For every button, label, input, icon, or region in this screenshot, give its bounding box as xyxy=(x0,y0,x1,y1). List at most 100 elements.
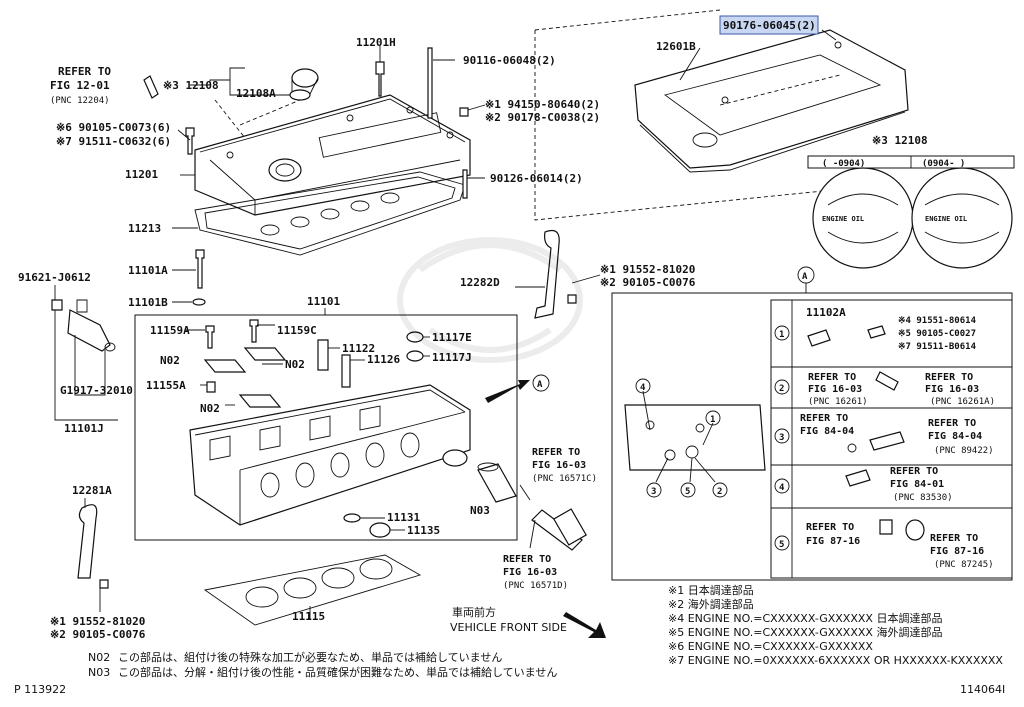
svg-text:REFER TO: REFER TO xyxy=(930,533,978,544)
svg-text:FIG 87-16: FIG 87-16 xyxy=(930,546,984,557)
svg-text:4: 4 xyxy=(640,383,646,393)
oil-control-valve-drawing xyxy=(51,299,116,352)
label-94150-80640: ※1 94150-80640(2) xyxy=(485,98,600,111)
pipe-drawing xyxy=(531,508,587,551)
engine-hanger-left-drawing xyxy=(77,504,109,589)
label-11126: 11126 xyxy=(367,353,400,366)
svg-text:REFER TO: REFER TO xyxy=(800,413,848,424)
footer-left: P 113922 xyxy=(14,683,66,696)
cap-engine-oil-left: ENGINE OIL xyxy=(822,215,864,223)
svg-text:(PNC 16261A): (PNC 16261A) xyxy=(930,397,995,407)
detail-row2-right: REFER TO FIG 16-03 (PNC 16261A) xyxy=(925,372,995,407)
detail-91551-80614: ※4 91551-80614 xyxy=(898,316,977,326)
label-12108-detail: ※3 12108 xyxy=(872,134,928,147)
svg-text:1: 1 xyxy=(779,330,784,340)
svg-text:(PNC 16571C): (PNC 16571C) xyxy=(532,474,597,484)
svg-text:REFER TO: REFER TO xyxy=(928,418,976,429)
cap-range-right: (0904- ) xyxy=(922,159,965,169)
label-91511-C0632: ※7 91511-C0632(6) xyxy=(56,135,171,148)
cover-gasket-drawing xyxy=(194,171,466,256)
watermark-mask xyxy=(397,237,583,363)
vehicle-front-jp: 車両前方 xyxy=(452,605,496,619)
cap-range-left: ( -0904) xyxy=(822,159,865,169)
label-90105-C0076-b: ※2 90105-C0076 xyxy=(50,628,146,641)
svg-text:この部品は、分解・組付け後の性能・品質確保が困難なため、単品: この部品は、分解・組付け後の性能・品質確保が困難なため、単品では補給していません xyxy=(118,665,557,679)
svg-text:3: 3 xyxy=(779,433,784,443)
svg-text:(PNC 16571D): (PNC 16571D) xyxy=(503,581,568,591)
svg-text:5: 5 xyxy=(779,540,784,550)
leader-lines xyxy=(54,29,837,620)
detail-90105-C0027: ※5 90105-C0027 xyxy=(898,329,976,339)
svg-text:4: 4 xyxy=(779,483,785,493)
label-90178-C0038: ※2 90178-C0038(2) xyxy=(485,111,600,124)
svg-text:FIG 12-01: FIG 12-01 xyxy=(50,79,110,92)
svg-text:2: 2 xyxy=(779,384,784,394)
label-11122: 11122 xyxy=(342,342,375,355)
cap-engine-oil-right: ENGINE OIL xyxy=(925,215,967,223)
svg-text:※6 ENGINE NO.=CXXXXXX-GXXXXXX: ※6 ENGINE NO.=CXXXXXX-GXXXXXX xyxy=(668,640,873,653)
svg-text:この部品は、組付け後の特殊な加工が必要なため、単品では補給し: この部品は、組付け後の特殊な加工が必要なため、単品では補給していません xyxy=(118,650,502,664)
svg-text:REFER TO: REFER TO xyxy=(808,372,856,383)
svg-text:FIG 84-04: FIG 84-04 xyxy=(928,431,982,442)
label-11101: 11101 xyxy=(307,295,340,308)
notes: N02 この部品は、組付け後の特殊な加工が必要なため、単品では補給していません … xyxy=(88,650,557,679)
engine-hanger-right-drawing xyxy=(534,229,577,319)
view-a-row-numbers: 1 2 3 4 5 xyxy=(774,325,790,551)
dashed-guide-lines xyxy=(214,9,841,221)
label-12108: ※3 12108 xyxy=(163,79,219,92)
view-a-box xyxy=(611,292,1013,581)
label-11155A: 11155A xyxy=(146,379,186,392)
view-a-arrow xyxy=(485,266,815,403)
view-a-part-sketches xyxy=(807,325,925,541)
engine-cover-drawing xyxy=(634,29,909,173)
svg-text:FIG 87-16: FIG 87-16 xyxy=(806,536,860,547)
detail-row3-left: REFER TO FIG 84-04 xyxy=(800,413,854,437)
detail-row4-right: REFER TO FIG 84-01 (PNC 83530) xyxy=(890,466,953,503)
detail-row3-right: REFER TO FIG 84-04 (PNC 89422) xyxy=(928,418,994,456)
label-11201H: 11201H xyxy=(356,36,396,49)
svg-text:1: 1 xyxy=(710,415,715,425)
svg-text:2: 2 xyxy=(717,487,722,497)
detail-row2-left: REFER TO FIG 16-03 (PNC 16261) xyxy=(808,372,868,407)
svg-text:REFER TO: REFER TO xyxy=(806,522,854,533)
legend: ※1 日本調達部品 ※2 海外調達部品 ※4 ENGINE NO.=CXXXXX… xyxy=(668,583,1003,667)
small-fasteners-drawing xyxy=(143,47,469,306)
detail-row5-left: REFER TO FIG 87-16 xyxy=(806,522,860,547)
label-90176-06045[interactable]: 90176-06045(2) xyxy=(723,19,816,32)
label-refer-16-03c: REFER TO FIG 16-03 (PNC 16571C) xyxy=(532,447,597,484)
svg-text:REFER TO: REFER TO xyxy=(890,466,938,477)
view-a-marker: A xyxy=(537,380,543,390)
oil-cap-detail-drawing xyxy=(807,155,1015,269)
label-90126-06014: 90126-06014(2) xyxy=(490,172,583,185)
label-11131: 11131 xyxy=(387,511,420,524)
oil-filler-cap-drawing xyxy=(289,68,319,101)
svg-text:REFER TO: REFER TO xyxy=(532,447,580,458)
cylinder-head-drawing xyxy=(189,384,471,526)
detail-11102A: 11102A xyxy=(806,306,846,319)
svg-text:※2 海外調達部品: ※2 海外調達部品 xyxy=(668,597,754,611)
label-N03: N03 xyxy=(470,504,490,517)
label-11101B: 11101B xyxy=(128,296,168,309)
svg-text:N02: N02 xyxy=(88,651,110,664)
footer-right: 114064I xyxy=(960,683,1005,696)
svg-text:(PNC 12204): (PNC 12204) xyxy=(50,96,110,106)
label-11201: 11201 xyxy=(125,168,158,181)
cylinder-head-group-box xyxy=(134,314,518,541)
svg-text:(PNC 89422): (PNC 89422) xyxy=(934,446,994,456)
svg-text:FIG 84-01: FIG 84-01 xyxy=(890,479,944,490)
view-a-title: A xyxy=(802,272,808,282)
label-N02-c: N02 xyxy=(200,402,220,415)
spark-plug-tube-drawing xyxy=(343,462,517,538)
svg-text:FIG 84-04: FIG 84-04 xyxy=(800,426,854,437)
label-11115: 11115 xyxy=(292,610,325,623)
label-91552-81020-a: ※1 91552-81020 xyxy=(600,263,695,276)
part-number-highlight[interactable] xyxy=(719,15,819,35)
label-91621-J0612: 91621-J0612 xyxy=(18,271,91,284)
svg-text:FIG 16-03: FIG 16-03 xyxy=(925,384,979,395)
svg-text:REFER TO: REFER TO xyxy=(58,65,111,78)
svg-text:REFER TO: REFER TO xyxy=(503,554,551,565)
label-11101A: 11101A xyxy=(128,264,168,277)
label-12282D: 12282D xyxy=(460,276,500,289)
label-refer-16-03d: REFER TO FIG 16-03 (PNC 16571D) xyxy=(503,554,568,591)
label-N02-b: N02 xyxy=(285,358,305,371)
